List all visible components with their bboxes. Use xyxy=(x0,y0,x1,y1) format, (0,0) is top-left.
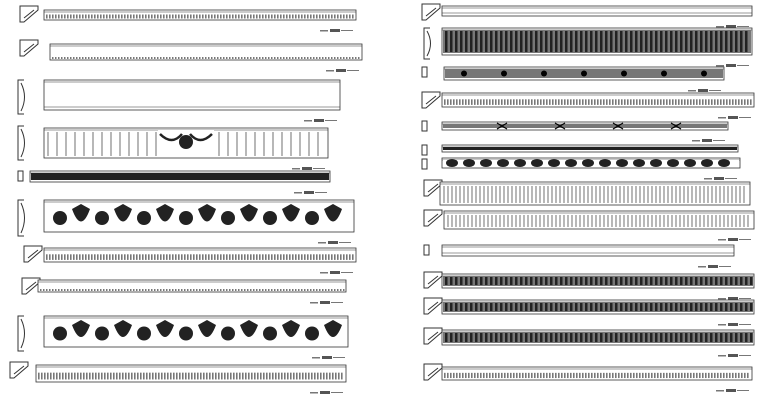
annotation-note xyxy=(292,167,325,170)
annotation-note xyxy=(716,64,749,67)
molding-17 xyxy=(421,157,741,180)
molding-13 xyxy=(421,66,725,92)
molding-11 xyxy=(421,3,753,28)
profile-section xyxy=(421,158,428,170)
molding-pattern xyxy=(52,57,360,59)
molding-pattern xyxy=(53,320,342,341)
annotation-note xyxy=(310,301,343,304)
molding-pattern xyxy=(443,30,751,53)
profile-section xyxy=(17,199,25,237)
molding-5 xyxy=(17,170,331,194)
molding-pattern xyxy=(443,147,737,150)
molding-band xyxy=(43,79,341,111)
molding-pattern xyxy=(38,372,343,380)
annotation-note xyxy=(716,25,749,28)
molding-14 xyxy=(421,91,755,119)
annotation-note xyxy=(310,391,343,394)
molding-3 xyxy=(17,79,341,122)
profile-section xyxy=(421,3,441,21)
molding-band xyxy=(43,315,349,348)
profile-section xyxy=(423,27,431,60)
molding-9 xyxy=(17,315,349,359)
molding-15 xyxy=(421,120,729,142)
molding-10 xyxy=(9,361,347,394)
profile-section xyxy=(421,120,428,132)
profile-section xyxy=(421,66,428,78)
annotation-note xyxy=(692,139,725,142)
molding-2 xyxy=(19,39,363,72)
molding-pattern xyxy=(47,130,319,156)
molding-19 xyxy=(423,209,755,241)
profile-section xyxy=(17,79,25,115)
molding-band xyxy=(441,244,735,257)
molding-20 xyxy=(423,244,735,268)
molding-pattern xyxy=(40,289,345,291)
annotation-note xyxy=(716,389,749,392)
annotation-note xyxy=(718,116,751,119)
molding-pattern xyxy=(31,173,329,180)
profile-section xyxy=(423,179,443,197)
profile-section xyxy=(421,144,428,156)
profile-section xyxy=(423,297,443,315)
molding-23 xyxy=(423,327,755,357)
annotation-note xyxy=(326,69,359,72)
molding-pattern xyxy=(443,159,739,167)
annotation-note xyxy=(704,177,737,180)
annotation-note xyxy=(304,119,337,122)
molding-pattern xyxy=(46,254,354,260)
molding-pattern xyxy=(443,276,753,286)
profile-section xyxy=(17,315,25,352)
molding-band xyxy=(439,181,751,206)
molding-24 xyxy=(423,363,753,392)
annotation-note xyxy=(698,265,731,268)
profile-section xyxy=(9,361,29,379)
molding-pattern xyxy=(444,99,752,105)
profile-section xyxy=(21,277,41,295)
profile-section xyxy=(17,125,25,161)
molding-18 xyxy=(423,179,751,217)
profile-section xyxy=(423,244,430,256)
profile-section xyxy=(421,91,441,109)
molding-pattern xyxy=(443,186,745,203)
annotation-note xyxy=(312,356,345,359)
molding-1 xyxy=(19,5,357,32)
profile-section xyxy=(423,271,443,289)
molding-pattern xyxy=(443,332,753,343)
profile-section xyxy=(17,170,24,182)
profile-section xyxy=(19,5,39,23)
molding-12 xyxy=(423,27,753,67)
molding-band xyxy=(49,43,363,61)
molding-8 xyxy=(21,277,347,304)
molding-band xyxy=(441,5,753,17)
profile-section xyxy=(23,245,43,263)
molding-band xyxy=(443,210,755,230)
molding-pattern xyxy=(53,204,342,225)
molding-21 xyxy=(423,271,755,300)
profile-section xyxy=(423,209,443,227)
molding-pattern xyxy=(46,14,354,19)
profile-section xyxy=(423,363,443,381)
molding-6 xyxy=(17,199,355,244)
profile-section xyxy=(423,327,443,345)
molding-pattern xyxy=(443,302,753,312)
profile-section xyxy=(19,39,39,57)
annotation-note xyxy=(718,238,751,241)
annotation-note xyxy=(294,191,327,194)
molding-pattern xyxy=(444,372,749,379)
annotation-note xyxy=(718,323,751,326)
annotation-note xyxy=(688,89,721,92)
molding-22 xyxy=(423,297,755,326)
molding-pattern xyxy=(443,122,727,130)
annotation-note xyxy=(320,29,353,32)
annotation-note xyxy=(718,297,751,300)
annotation-note xyxy=(318,241,351,244)
molding-7 xyxy=(23,245,357,274)
annotation-note xyxy=(320,271,353,274)
annotation-note xyxy=(718,354,751,357)
molding-pattern xyxy=(447,215,749,227)
molding-4 xyxy=(17,125,329,170)
molding-pattern xyxy=(445,69,723,78)
